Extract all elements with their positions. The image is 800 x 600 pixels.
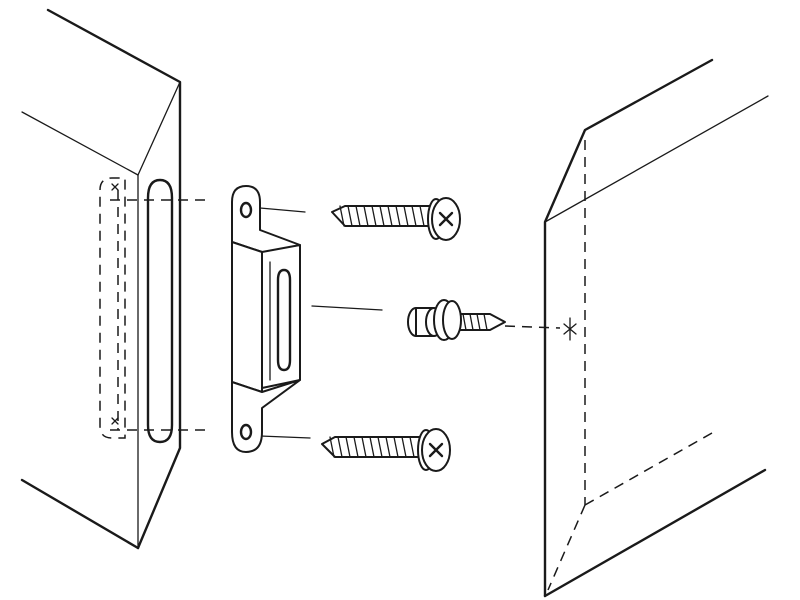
panel-slot (146, 178, 174, 444)
cam-screw (407, 299, 506, 341)
right-panel (543, 58, 769, 598)
alignment-lines (110, 199, 561, 439)
hidden-bracket-outline (99, 177, 126, 439)
screw-top (331, 197, 461, 241)
screw-bottom (321, 428, 451, 472)
bracket-hole-bottom (239, 423, 253, 441)
connector-bracket (231, 185, 301, 453)
left-panel (20, 8, 182, 550)
drill-mark (563, 317, 577, 341)
bracket-hole-top (239, 201, 253, 219)
